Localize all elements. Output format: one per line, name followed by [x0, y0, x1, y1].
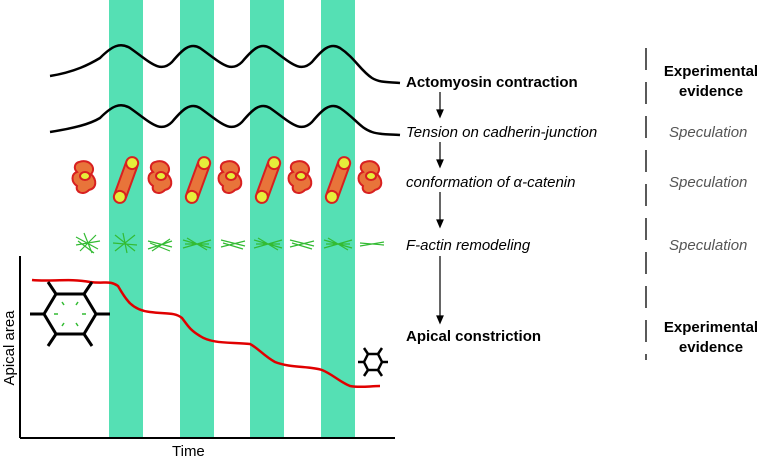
actin-cluster	[112, 232, 138, 254]
down-arrow-icon	[436, 142, 444, 169]
f-actin-row	[75, 232, 385, 254]
apical-area-curve	[31, 278, 381, 389]
catenin-folded	[287, 160, 313, 194]
evidence-experimental-1: Experimental evidence	[656, 62, 766, 102]
small-hexagon-cell-icon	[358, 347, 388, 377]
actomyosin-wave	[49, 44, 401, 85]
graph-axes	[19, 256, 395, 439]
step-label-constriction: Apical constriction	[406, 328, 542, 345]
large-hexagon-cell-icon	[30, 281, 110, 347]
pulse-band-1	[109, 0, 143, 438]
actin-cluster	[182, 237, 212, 251]
down-arrow-icon	[436, 92, 444, 119]
actin-cluster	[147, 238, 173, 252]
down-arrow-icon	[436, 256, 444, 325]
catenin-folded	[217, 160, 243, 194]
catenin-folded	[71, 160, 97, 194]
evidence-line2: evidence	[678, 339, 744, 356]
evidence-experimental-2: Experimental evidence	[656, 318, 766, 358]
x-axis-label: Time	[172, 443, 205, 460]
down-arrow-icon	[436, 192, 444, 229]
evidence-speculation-1: Speculation	[669, 124, 748, 141]
evidence-speculation-3: Speculation	[669, 237, 748, 254]
catenin-extended	[324, 156, 352, 204]
step-label-tension: Tension on cadherin-junction	[406, 124, 598, 141]
alpha-catenin-row	[71, 156, 383, 204]
evidence-line1: Experimental	[663, 63, 759, 80]
pulse-band-2	[180, 0, 214, 438]
pulse-bands	[109, 0, 355, 438]
flow-arrows	[436, 92, 444, 325]
evidence-speculation-2: Speculation	[669, 174, 748, 191]
actin-cluster	[253, 237, 283, 251]
catenin-folded	[357, 160, 383, 194]
step-label-factin: F-actin remodeling	[406, 237, 531, 254]
catenin-extended	[184, 156, 212, 204]
evidence-line2: evidence	[678, 83, 744, 100]
actin-cluster	[289, 239, 315, 250]
step-label-catenin: conformation of α-catenin	[406, 174, 576, 191]
actin-cluster	[220, 239, 246, 250]
actin-cluster	[323, 237, 353, 251]
tension-wave	[49, 104, 401, 137]
y-axis-label: Apical area	[1, 310, 18, 386]
catenin-extended	[254, 156, 282, 204]
actin-cluster	[75, 232, 101, 254]
pulse-band-4	[321, 0, 355, 438]
evidence-line1: Experimental	[663, 319, 759, 336]
pulse-band-3	[250, 0, 284, 438]
actin-cluster	[359, 241, 385, 247]
catenin-extended	[112, 156, 140, 204]
step-label-actomyosin: Actomyosin contraction	[406, 74, 578, 91]
catenin-folded	[147, 160, 173, 194]
